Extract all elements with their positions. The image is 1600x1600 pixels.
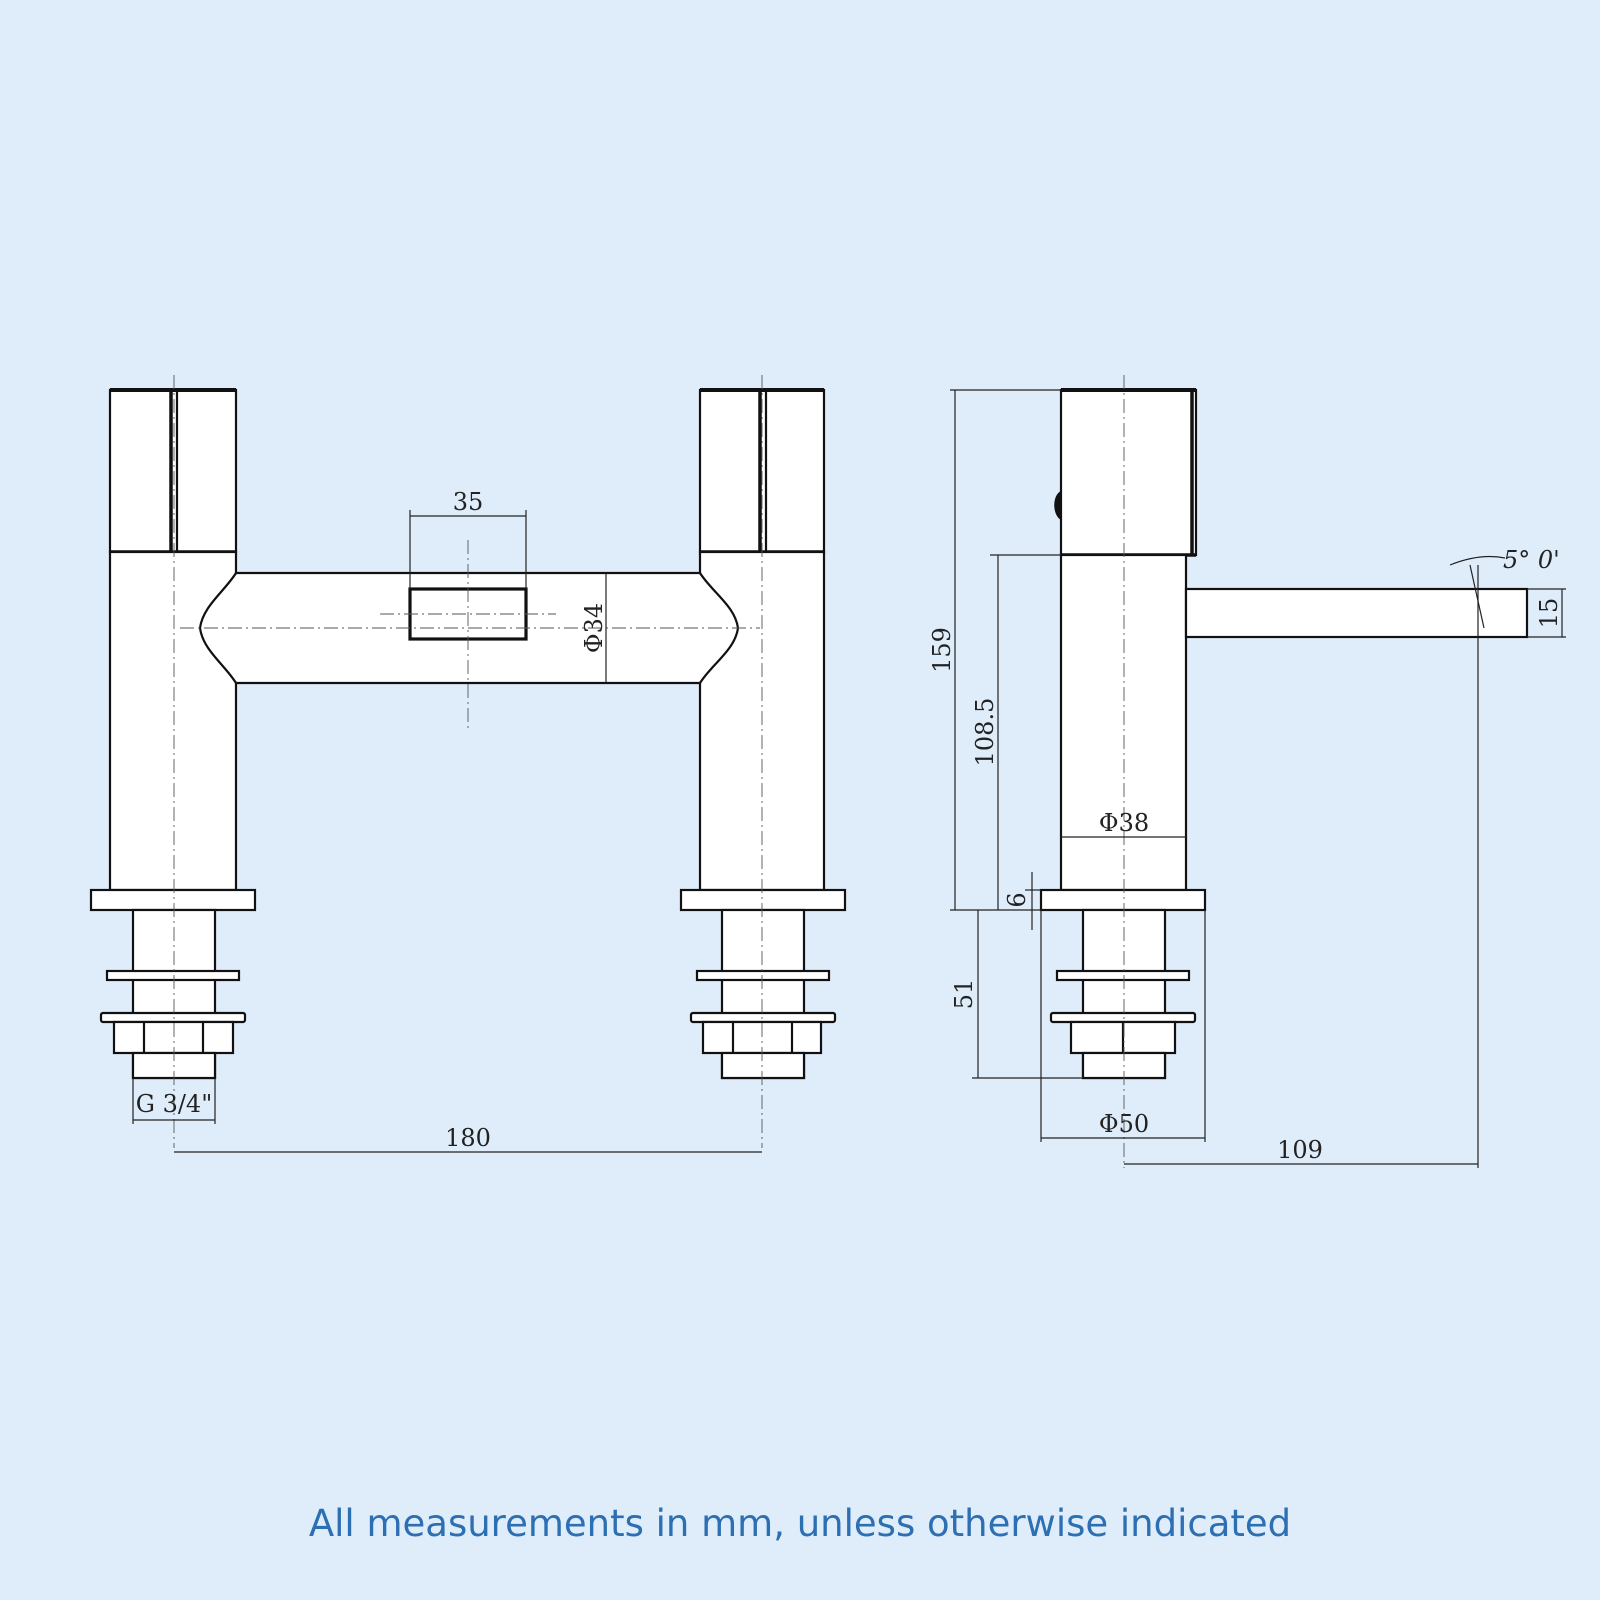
dim-label-15: 15 xyxy=(1535,598,1563,629)
dim-shank-length: 51 xyxy=(950,910,1083,1079)
measurement-note: All measurements in mm, unless otherwise… xyxy=(308,1502,1292,1545)
dim-label-phi38: Φ38 xyxy=(1099,809,1149,837)
dim-pillar-diameter: Φ38 xyxy=(1061,809,1186,838)
dim-label-phi34: Φ34 xyxy=(580,603,608,653)
dim-spout-height: 108.5 xyxy=(971,554,1061,910)
dim-label-51: 51 xyxy=(950,979,978,1010)
dim-label-35: 35 xyxy=(453,488,484,516)
side-view: 159 108.5 Φ38 6 51 Φ xyxy=(928,375,1566,1168)
left-nut xyxy=(112,1020,235,1055)
dim-tap-centres: 180 xyxy=(174,1124,762,1153)
dim-label-thread: G 3/4" xyxy=(136,1090,212,1118)
dim-label-159: 159 xyxy=(928,627,956,673)
dim-thread: G 3/4" xyxy=(132,1078,216,1124)
dim-spout-thickness: 15 xyxy=(1527,588,1566,638)
side-handle xyxy=(1059,388,1198,557)
dim-handle-width: 35 xyxy=(409,488,527,589)
side-indicator xyxy=(1054,491,1061,520)
dim-label-phi50: Φ50 xyxy=(1099,1110,1149,1138)
left-handle xyxy=(108,388,238,554)
left-base-plate xyxy=(89,888,257,912)
side-spout xyxy=(1184,587,1529,639)
dim-label-180: 180 xyxy=(445,1124,491,1152)
dim-plate-thickness: 6 xyxy=(1003,872,1041,930)
dim-base-diameter: Φ50 xyxy=(1040,910,1206,1142)
side-base-plate xyxy=(1039,888,1207,912)
dim-label-6: 6 xyxy=(1003,892,1031,907)
dim-body-diameter: Φ34 xyxy=(580,573,608,683)
dim-spout-angle: 5° 0' xyxy=(1449,546,1560,629)
front-view: 35 Φ34 G 3/4" 180 xyxy=(89,375,847,1153)
dim-label-angle: 5° 0' xyxy=(1503,546,1560,574)
dim-label-108-5: 108.5 xyxy=(971,698,999,767)
right-base-plate xyxy=(679,888,847,912)
dim-spout-reach: 109 xyxy=(1124,565,1479,1168)
dim-label-109: 109 xyxy=(1277,1136,1323,1164)
side-pillar xyxy=(1059,553,1188,892)
dim-overall-height: 159 xyxy=(928,389,1061,911)
